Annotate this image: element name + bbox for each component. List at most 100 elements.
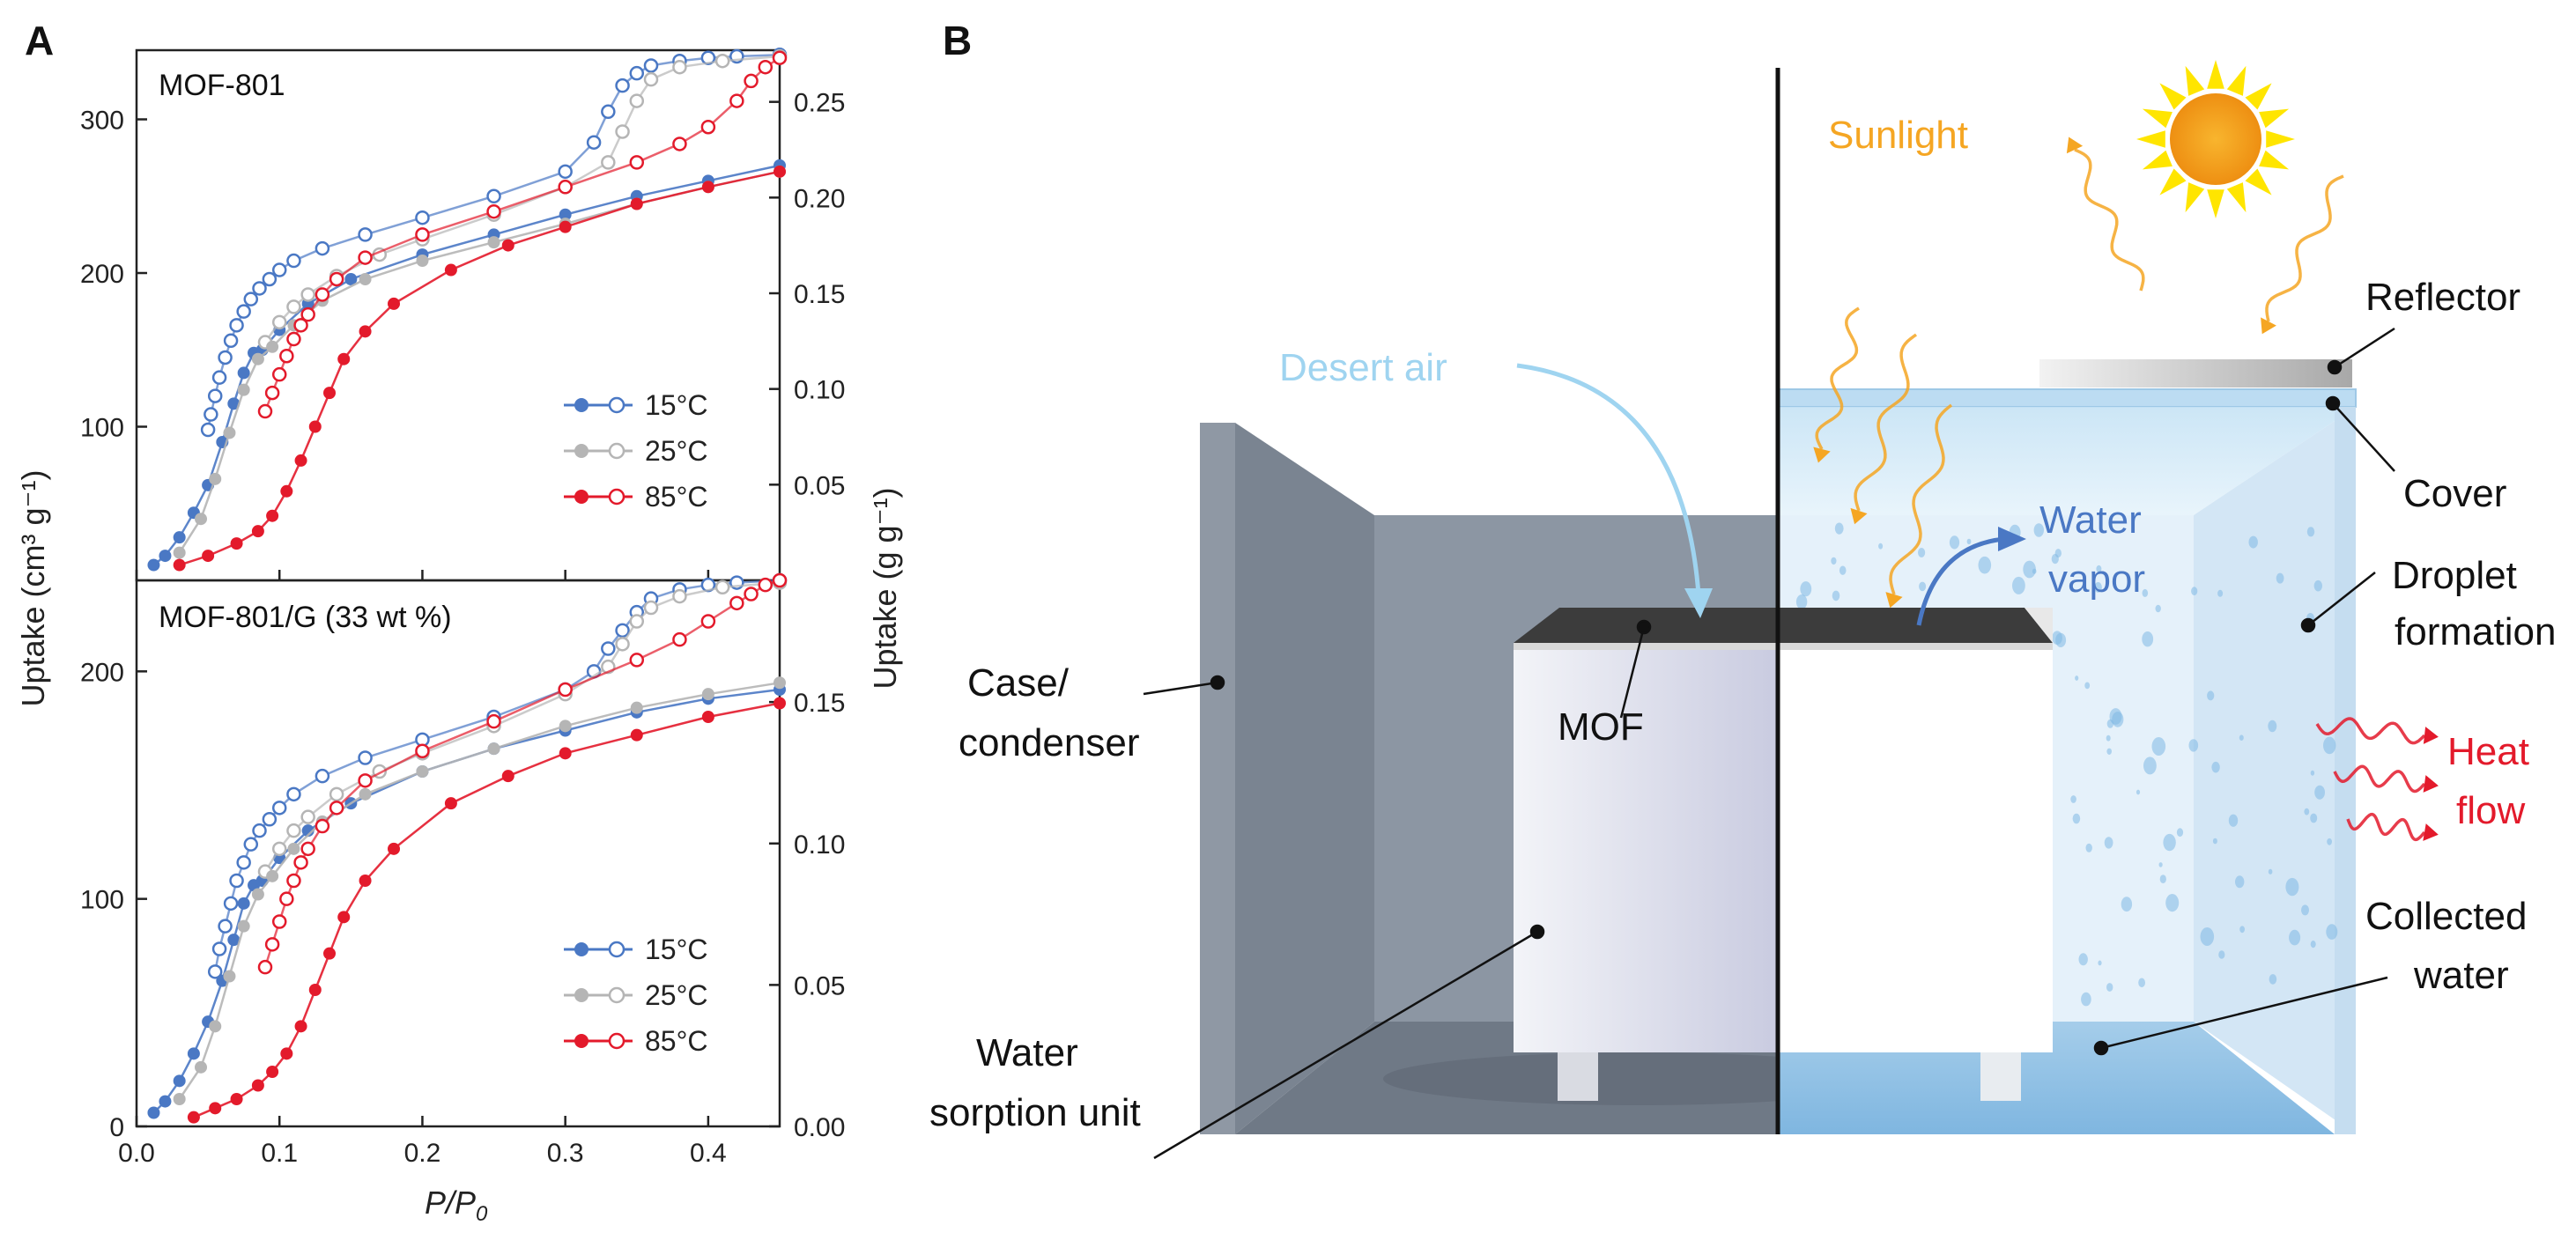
data-point-desorption xyxy=(257,403,273,419)
data-point-adsorption xyxy=(774,697,786,710)
box-front-right xyxy=(1778,650,2053,1052)
data-point-desorption xyxy=(601,641,616,656)
legend-bottom: 15°C25°C85°C xyxy=(564,934,708,1057)
data-point-desorption xyxy=(758,59,774,75)
sunlight-arrow-2 xyxy=(1854,333,1918,512)
data-point-adsorption xyxy=(630,728,643,742)
data-point-desorption xyxy=(643,58,659,73)
data-point-desorption xyxy=(243,292,259,306)
data-point-desorption xyxy=(286,873,301,889)
data-point-adsorption xyxy=(287,842,300,855)
water-droplet xyxy=(2248,535,2258,549)
data-point-adsorption xyxy=(209,1020,222,1033)
y-tick-left-label: 100 xyxy=(80,886,124,915)
water-droplet xyxy=(2106,983,2113,992)
water-droplet xyxy=(2310,941,2316,948)
data-point-adsorption xyxy=(487,236,500,249)
sunlight-arrow-2-head xyxy=(1850,507,1868,525)
water-droplet xyxy=(2106,734,2111,742)
data-point-desorption xyxy=(315,768,330,784)
water-droplet xyxy=(2012,576,2025,594)
legend-marker-open xyxy=(608,396,625,414)
water-droplet xyxy=(2239,734,2244,741)
label-collected-2: water xyxy=(2413,954,2509,997)
data-point-adsorption xyxy=(187,1047,200,1060)
water-droplet xyxy=(2218,950,2225,959)
water-droplet xyxy=(2207,690,2215,701)
water-droplet xyxy=(2289,929,2301,946)
label-reflector: Reflector xyxy=(2365,276,2520,319)
data-point-adsorption xyxy=(280,484,293,498)
y-tick-left-label: 0 xyxy=(109,1113,124,1142)
box-shadow xyxy=(1383,1052,1894,1105)
water-droplet xyxy=(2052,631,2062,645)
water-droplet xyxy=(2096,565,2102,572)
data-point-adsorption xyxy=(159,550,172,563)
data-point-adsorption xyxy=(223,970,236,983)
water-droplet xyxy=(2304,808,2310,816)
water-droplet xyxy=(2078,953,2088,966)
data-point-desorption xyxy=(207,388,223,403)
series-layer-top xyxy=(135,47,788,580)
sun-ray xyxy=(2159,168,2187,196)
data-point-desorption xyxy=(486,713,501,729)
series-line-desorption xyxy=(263,581,781,873)
legend-label: 85°C xyxy=(645,1025,708,1057)
y-tick-right-label: 0.20 xyxy=(794,184,845,213)
legend-marker-open xyxy=(608,941,625,958)
sunlight-arrow-reflected xyxy=(2074,148,2145,292)
water-droplet xyxy=(2269,974,2277,985)
data-point-adsorption xyxy=(237,919,250,933)
data-point-adsorption xyxy=(359,875,372,887)
label-water-vapor-1: Water xyxy=(2039,498,2142,542)
water-droplet xyxy=(2211,761,2220,773)
data-point-adsorption xyxy=(209,472,222,485)
data-point-desorption xyxy=(264,385,280,401)
data-point-desorption xyxy=(211,370,227,385)
data-point-desorption xyxy=(286,253,301,269)
water-droplet xyxy=(2163,833,2176,852)
data-point-adsorption xyxy=(344,272,358,285)
data-point-desorption xyxy=(329,786,344,802)
series-line-desorption xyxy=(263,55,781,343)
y-tick-right-label: 0.15 xyxy=(794,689,845,718)
legend-label: 25°C xyxy=(645,979,708,1011)
data-point-desorption xyxy=(486,188,501,204)
sunlight-arrow-3-head xyxy=(1885,592,1903,609)
box-side-right xyxy=(2025,608,2053,643)
data-point-adsorption xyxy=(359,325,372,338)
data-point-adsorption xyxy=(251,525,264,538)
data-point-desorption xyxy=(729,595,744,611)
water-droplet xyxy=(1839,565,1847,575)
water-droplet xyxy=(2121,897,2133,912)
water-droplet xyxy=(1832,590,1840,602)
water-droplet xyxy=(2310,813,2318,823)
data-point-adsorption xyxy=(501,239,514,252)
water-droplet xyxy=(1834,522,1844,535)
data-point-adsorption xyxy=(701,711,714,723)
sun-rays xyxy=(2136,60,2295,218)
data-point-desorption xyxy=(615,637,630,652)
water-droplet xyxy=(2217,589,2224,597)
data-point-adsorption xyxy=(323,947,336,960)
label-cover: Cover xyxy=(2403,472,2506,515)
sun-ray xyxy=(2142,108,2173,129)
data-point-desorption xyxy=(558,180,573,195)
data-point-desorption xyxy=(358,773,373,788)
data-point-adsorption xyxy=(444,797,457,810)
water-droplet xyxy=(2158,862,2163,867)
x-tick-label: 0.4 xyxy=(690,1139,727,1168)
data-point-desorption xyxy=(243,837,259,852)
water-droplet xyxy=(2104,837,2113,849)
data-point-adsorption xyxy=(195,513,207,526)
legend-top: 15°C25°C85°C xyxy=(564,389,708,513)
data-point-desorption xyxy=(629,155,645,170)
sunlight-arrows xyxy=(1813,137,2344,609)
heat-arrow-1 xyxy=(2315,717,2426,745)
water-droplet xyxy=(2094,582,2102,593)
data-point-adsorption xyxy=(294,1020,307,1033)
data-point-desorption xyxy=(415,743,430,758)
data-point-adsorption xyxy=(294,454,307,467)
